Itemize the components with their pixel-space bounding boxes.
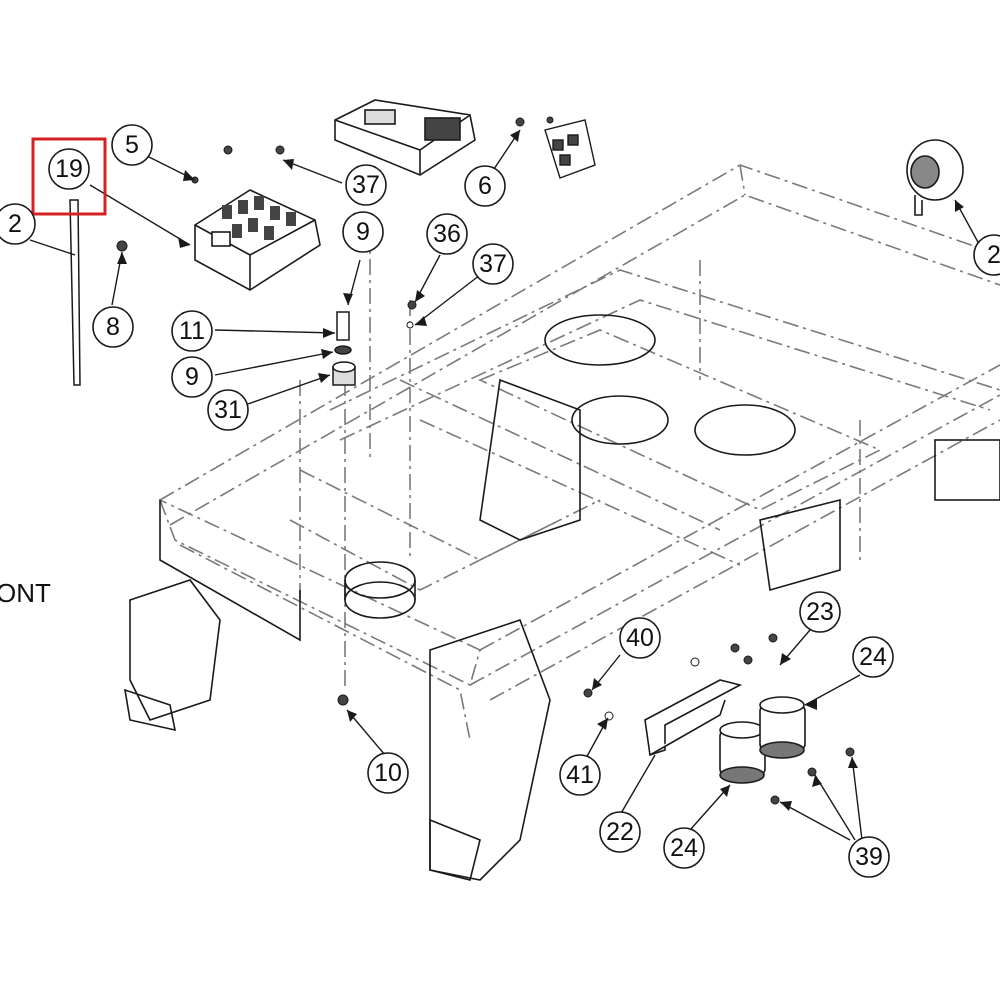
callout-9a: 9 — [356, 218, 370, 246]
callout-41: 41 — [566, 761, 594, 789]
callout-37a: 37 — [352, 171, 380, 199]
relay-connector — [544, 119, 596, 179]
horn — [906, 139, 964, 216]
fasteners — [116, 116, 855, 805]
wire-tie — [69, 199, 81, 386]
contactor-assembly — [644, 679, 806, 784]
callout-19: 19 — [55, 155, 83, 183]
callout-8: 8 — [106, 313, 120, 341]
callout-2b: 2 — [987, 241, 1000, 269]
callout-2a: 2 — [8, 210, 22, 238]
callout-9b: 9 — [185, 363, 199, 391]
callout-5: 5 — [125, 131, 139, 159]
callout-24b: 24 — [670, 834, 698, 862]
callout-40: 40 — [626, 624, 654, 652]
frame-solid-parts — [123, 314, 1000, 881]
callout-23: 23 — [806, 598, 834, 626]
callout-labels: 5 19 2 8 37 6 9 36 37 11 9 31 2 10 40 41… — [8, 131, 1000, 871]
callout-36: 36 — [433, 220, 461, 248]
callout-11: 11 — [179, 317, 205, 345]
callout-10: 10 — [374, 759, 402, 787]
highlight-box — [31, 137, 107, 216]
callout-24a: 24 — [859, 643, 887, 671]
leader-arrowheads — [117, 130, 964, 811]
callout-balloons — [0, 124, 1000, 878]
callout-6: 6 — [478, 172, 492, 200]
display-module — [334, 99, 476, 176]
leader-lines — [29, 129, 986, 841]
spacer-stack — [332, 311, 356, 386]
callout-39: 39 — [855, 843, 883, 871]
callout-22: 22 — [606, 818, 634, 846]
callout-37b: 37 — [479, 250, 507, 278]
chassis-frame — [158, 164, 1000, 741]
front-label: ONT — [0, 578, 51, 608]
callout-31: 31 — [214, 396, 242, 424]
motor-controller — [194, 189, 321, 291]
